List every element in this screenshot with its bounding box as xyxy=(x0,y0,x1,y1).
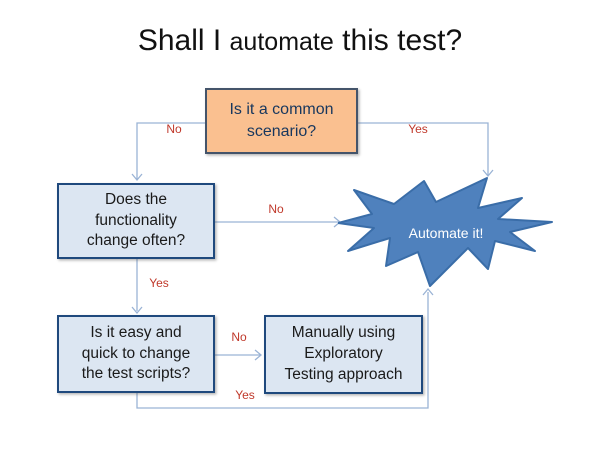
node-common-scenario: Is it a common scenario? xyxy=(205,88,358,154)
node-functionality-change: Does the functionality change often? xyxy=(57,183,215,259)
automate-label: Automate it! xyxy=(408,225,484,241)
page-title: Shall I automate this test? xyxy=(0,24,600,58)
edge-label-no-top: No xyxy=(166,122,182,136)
automate-starburst: Automate it! xyxy=(338,176,554,288)
edge-label-yes-bottom: Yes xyxy=(235,388,255,402)
edge-no-top-arrowhead xyxy=(131,173,143,182)
edge-no-bottom-arrowhead xyxy=(254,349,263,361)
node-easy-to-change-label: Is it easy and quick to change the test … xyxy=(81,323,191,383)
node-functionality-change-label: Does the functionality change often? xyxy=(86,190,186,250)
node-common-scenario-label: Is it a common scenario? xyxy=(229,101,334,140)
edge-yes-bottom-arrowhead xyxy=(422,287,434,296)
node-manual-exploratory-label: Manually using Exploratory Testing appro… xyxy=(284,324,403,383)
edge-label-no-mid: No xyxy=(268,202,284,216)
title-part-2: automate xyxy=(229,28,334,56)
node-manual-exploratory: Manually using Exploratory Testing appro… xyxy=(264,315,423,394)
starburst-shape-icon xyxy=(338,177,553,287)
edge-yes-mid-arrowhead xyxy=(131,306,143,315)
node-easy-to-change: Is it easy and quick to change the test … xyxy=(57,315,215,393)
title-part-3: this test? xyxy=(333,24,463,57)
edge-label-yes-mid: Yes xyxy=(149,276,169,290)
edge-label-yes-top: Yes xyxy=(408,122,428,136)
title-part-1: Shall I xyxy=(137,24,230,57)
edge-label-no-bottom: No xyxy=(231,330,247,344)
